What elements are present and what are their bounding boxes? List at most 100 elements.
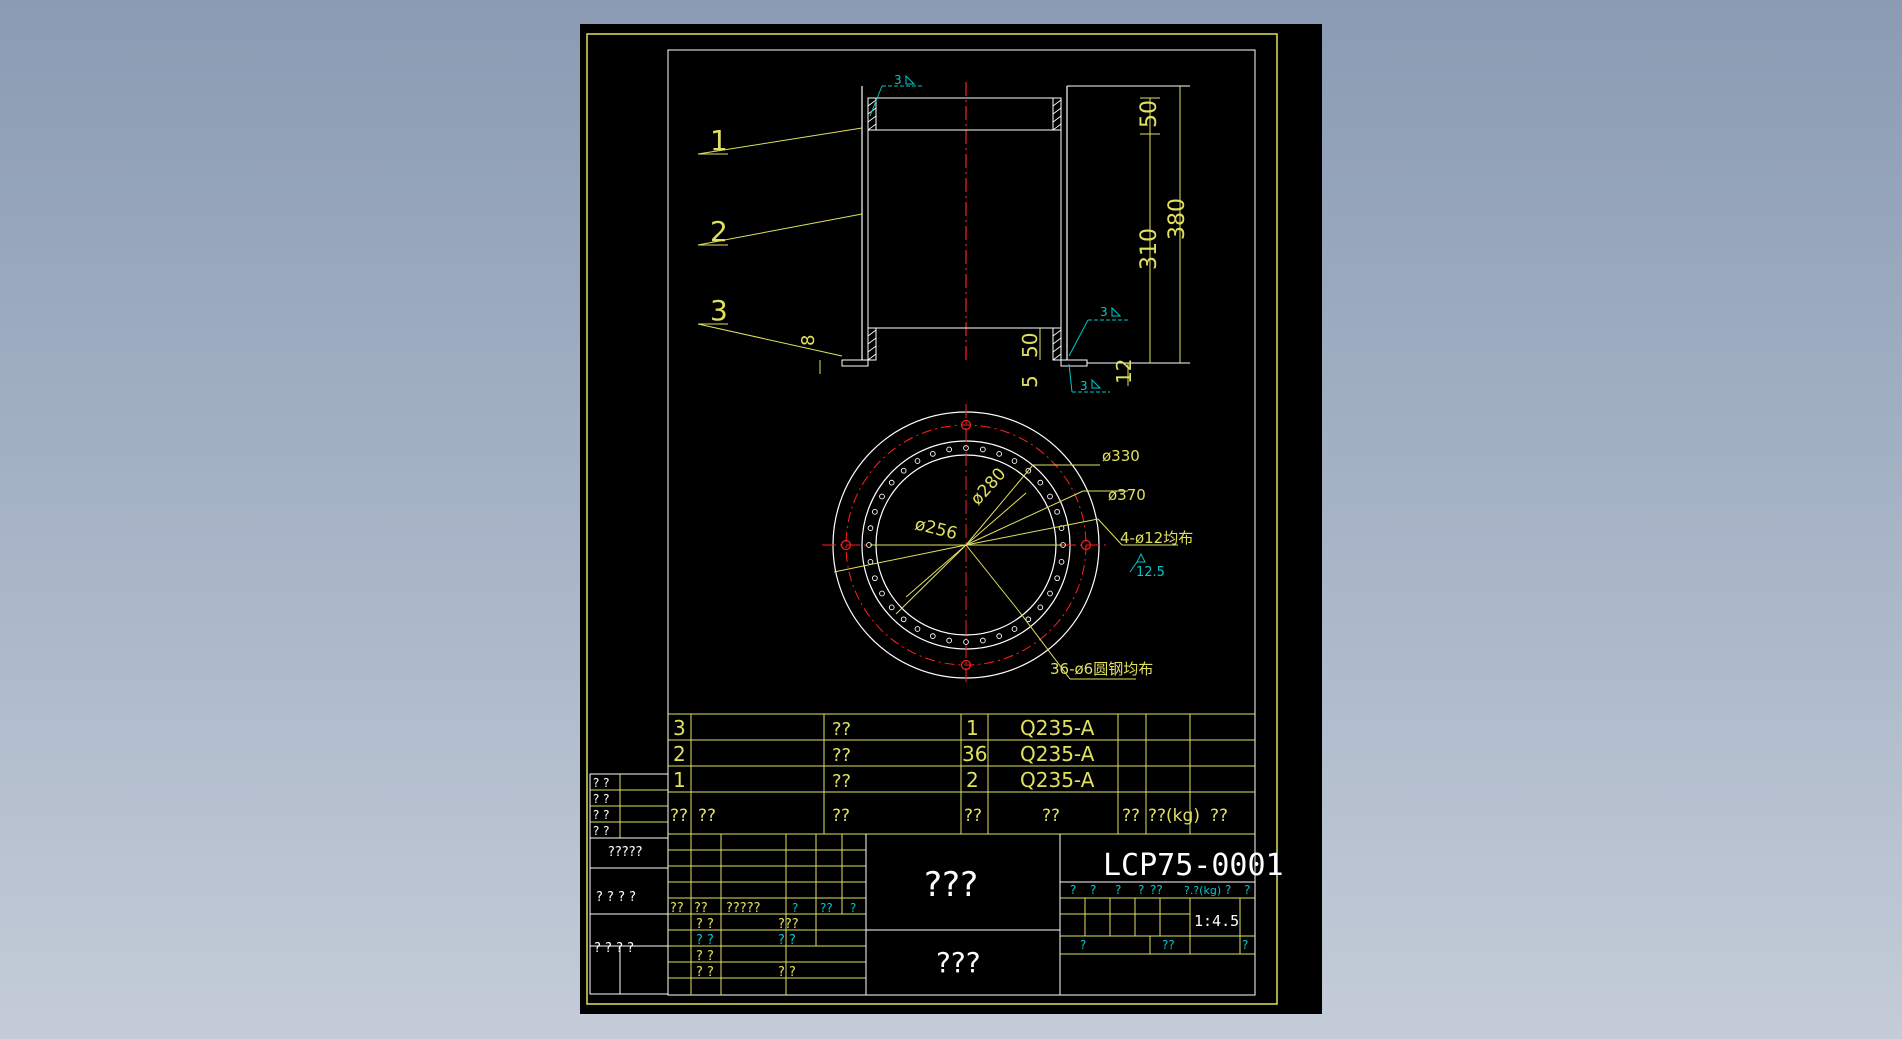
bom-row-3-no: 3 — [673, 716, 686, 740]
scale-value: 1:4.5 — [1194, 912, 1239, 930]
title-block — [667, 834, 1255, 995]
bom-row-1-qty: 2 — [966, 768, 979, 792]
bom-header-material: ?? — [1042, 806, 1060, 826]
dim-bottom-offset: 12 — [1112, 359, 1136, 384]
dimension-lines-right — [1140, 86, 1181, 363]
dim-total-height: 380 — [1165, 198, 1190, 240]
rev-row-2-a: ? ? — [696, 933, 714, 948]
small-hole — [996, 633, 1003, 640]
small-hole — [871, 575, 878, 582]
weld-leader-top — [869, 85, 883, 117]
mark-row-1: ? — [1070, 883, 1076, 897]
mark-row-2: ? — [1090, 883, 1096, 897]
drawing-canvas: 1 2 3 3 3 3 — [586, 33, 1284, 1005]
dim-d370: ø370 — [1108, 486, 1146, 504]
small-hole — [871, 508, 878, 515]
bom-row-3-name: ?? — [832, 719, 851, 740]
leader-3 — [697, 323, 843, 357]
roughness-icon — [1136, 552, 1146, 563]
part-label-1: 1 — [710, 124, 728, 157]
small-hole — [929, 450, 936, 457]
small-hole — [1058, 558, 1065, 565]
small-hole — [1011, 458, 1018, 464]
small-hole — [879, 590, 885, 597]
weight-label: ?.?(kg) — [1184, 884, 1221, 897]
small-hole — [979, 446, 986, 453]
small-hole — [1037, 604, 1044, 611]
drawing-name-top: ??? — [924, 865, 978, 905]
bom-header-name: ?? — [832, 806, 850, 826]
small-hole — [914, 626, 921, 632]
weld-symbol-bottom-icon — [1091, 378, 1102, 389]
weld-leader-mid — [1068, 319, 1089, 357]
dim-tube-height: 310 — [1137, 228, 1162, 270]
rev-row-1-a: ? ? — [696, 917, 714, 932]
small-hole — [888, 479, 895, 486]
bom-row-1-material: Q235-A — [1020, 768, 1095, 792]
bom-row-2-no: 2 — [673, 742, 686, 766]
small-hole — [946, 446, 953, 453]
small-hole — [963, 639, 969, 645]
left-strip — [589, 773, 669, 995]
outer-border — [586, 33, 1278, 1005]
bom-row-3-qty: 1 — [966, 716, 979, 740]
dim-d280: ø280 — [967, 464, 1011, 509]
drawing-number: LCP75-0001 — [1103, 848, 1284, 883]
inner-frame — [667, 49, 1256, 996]
bom-row-2-material: Q235-A — [1020, 742, 1095, 766]
bom-table — [668, 713, 1255, 835]
small-hole — [1047, 493, 1053, 500]
mark-row-5: ?? — [1150, 883, 1163, 897]
small-hole — [1025, 616, 1032, 623]
weld-symbol-top-icon — [905, 74, 916, 85]
rev-header-6: ? — [850, 901, 856, 915]
bom-header-weight: ?? — [1122, 806, 1140, 826]
sign-row-1: ? ? — [593, 776, 610, 790]
bom-row-2-qty: 36 — [962, 742, 987, 766]
sheet-row-1: ? — [1080, 938, 1086, 952]
dim-bottom-height: 50 — [1018, 333, 1042, 358]
drawing-name-bottom: ??? — [936, 946, 981, 979]
base-plate-right — [1060, 359, 1088, 367]
rev-header-1: ?? — [670, 901, 684, 916]
weld-leader-bottom — [1068, 363, 1073, 393]
leader-2 — [697, 213, 863, 246]
part-label-2: 2 — [710, 215, 728, 248]
rev-header-5: ?? — [820, 901, 833, 915]
small-hole — [867, 558, 874, 565]
rev-row-4-b: ? ? — [778, 965, 796, 980]
leader-1 — [697, 127, 863, 155]
small-hole — [900, 467, 907, 474]
dim-plate-thickness: 8 — [798, 335, 819, 346]
bom-header-no: ?? — [670, 806, 688, 826]
sheet-row-2: ?? — [1162, 938, 1175, 952]
small-hole — [1011, 626, 1018, 632]
weld-symbol-mid-icon — [1111, 306, 1122, 317]
small-hole — [929, 633, 936, 640]
small-hole — [946, 637, 953, 644]
base-plate-left — [841, 359, 869, 367]
dim-d256: ø256 — [913, 514, 959, 544]
rev-header-3: ????? — [726, 901, 761, 916]
bom-header-weight-kg: ??(kg) — [1148, 806, 1200, 826]
small-hole — [1025, 467, 1032, 474]
left-label-3: ? ? ? ? — [594, 941, 634, 956]
large-hole — [840, 539, 852, 551]
large-holes-group — [840, 419, 1092, 671]
rev-row-1-b: ??? — [778, 917, 799, 932]
mark-row-3: ? — [1115, 883, 1121, 897]
rev-row-3-a: ? ? — [696, 949, 714, 964]
dim-d330: ø330 — [1102, 447, 1140, 465]
small-hole — [996, 450, 1003, 457]
small-hole — [963, 445, 969, 451]
bom-header-code: ?? — [698, 806, 716, 826]
weld-label-bottom: 3 — [1080, 379, 1088, 393]
dim-bottom-gap: 5 — [1018, 375, 1042, 388]
drawing-sheet: 1 2 3 3 3 3 — [580, 24, 1322, 1014]
left-label-2: ? ? ? ? — [596, 890, 636, 905]
small-hole — [900, 616, 907, 623]
plan-view: ø330 ø370 ø280 ø256 4-ø12均布 12.5 36-ø6圆钢… — [822, 404, 1193, 686]
bom-row-1-no: 1 — [673, 768, 686, 792]
sheet-row-3: ? — [1242, 938, 1248, 952]
